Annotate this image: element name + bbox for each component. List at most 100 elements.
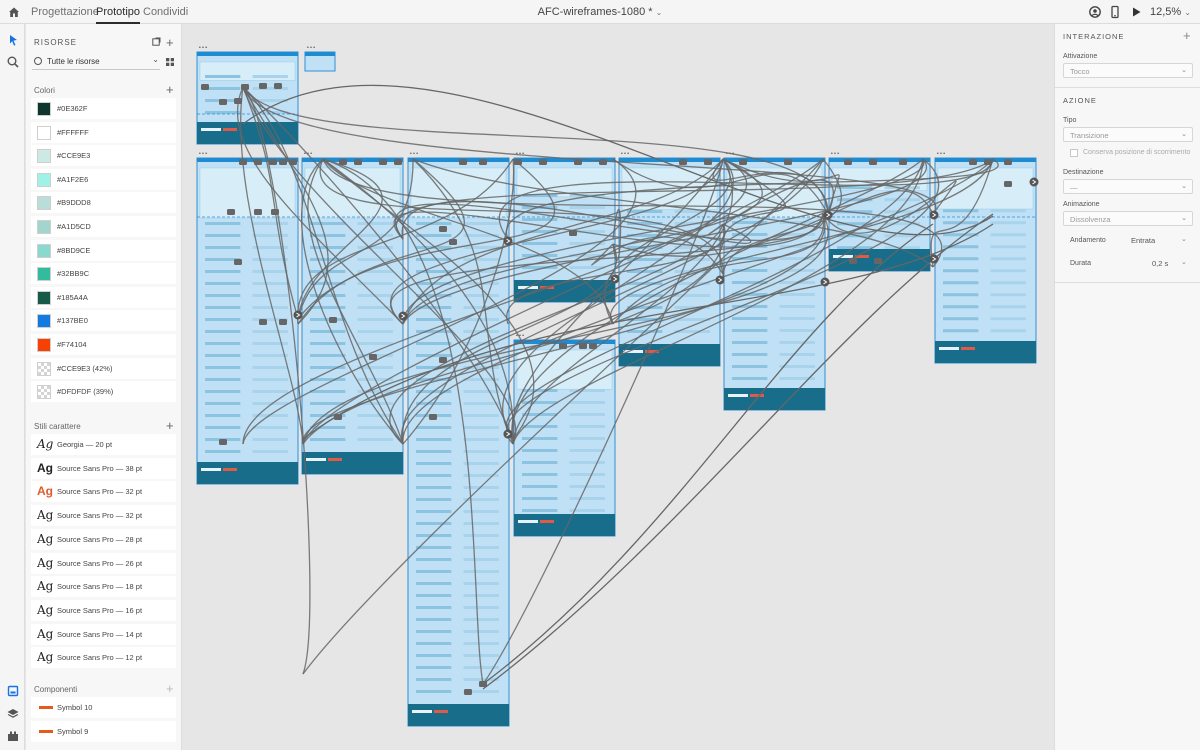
assets-filter[interactable]: Tutte le risorse ⌄ (32, 54, 160, 70)
color-swatch (37, 172, 51, 187)
color-swatch-row[interactable]: #32BB9C (31, 263, 176, 285)
wire-handle (274, 83, 282, 89)
divider (1055, 282, 1200, 283)
prototype-canvas[interactable]: • • •• • •• • •• • •• • •• • •• • •• • •… (183, 24, 1053, 750)
trigger-dropdown[interactable]: Tocco ⌄ (1063, 63, 1193, 78)
add-interaction-icon[interactable]: + (1183, 28, 1191, 43)
color-swatch-row[interactable]: #FFFFFF (31, 121, 176, 143)
tab-progettazione[interactable]: Progettazione (31, 6, 99, 18)
wireframe-flow-diagram[interactable]: • • •• • •• • •• • •• • •• • •• • •• • •… (183, 24, 1053, 750)
interaction-inspector: INTERAZIONE + Attivazione Tocco ⌄ AZIONE… (1054, 24, 1200, 750)
zoom-tool-icon[interactable] (6, 55, 20, 69)
add-asset-icon[interactable]: + (166, 35, 174, 50)
artboard-header (619, 158, 720, 162)
wire-target-marker (610, 274, 620, 284)
color-swatch-row[interactable]: #A1F2E6 (31, 168, 176, 190)
content-line (990, 269, 1026, 273)
user-share-icon[interactable] (1088, 5, 1102, 19)
wire-handle (464, 689, 472, 695)
component-row[interactable]: Symbol 10 (31, 697, 176, 718)
home-icon[interactable] (7, 5, 21, 19)
content-line (205, 402, 241, 405)
tab-prototipo[interactable]: Prototipo (96, 0, 141, 24)
type-label: Tipo (1063, 117, 1077, 124)
content-line (252, 111, 288, 114)
grid-view-icon[interactable] (166, 58, 174, 66)
content-line (463, 570, 499, 573)
plugins-icon[interactable] (6, 729, 20, 743)
mobile-preview-icon[interactable] (1108, 5, 1122, 19)
wire-handle (269, 159, 277, 165)
content-line (416, 690, 452, 693)
destination-label: Destinazione (1063, 169, 1104, 176)
color-swatch-row[interactable]: #CCE9E3 (31, 145, 176, 167)
artboard-header (197, 52, 298, 56)
wire-handle (429, 414, 437, 420)
content-line (732, 365, 768, 368)
content-line (310, 438, 346, 441)
layers-icon[interactable] (6, 707, 20, 721)
char-style-preview: Ag (37, 650, 54, 665)
color-swatch-label: #FFFFFF (57, 127, 89, 137)
color-swatch-row[interactable]: #137BE0 (31, 310, 176, 332)
select-tool-icon[interactable] (6, 33, 20, 47)
tab-condividi[interactable]: Condividi (143, 6, 189, 18)
color-swatch-row[interactable]: #185A4A (31, 286, 176, 308)
content-line (463, 618, 499, 621)
library-link-icon[interactable] (152, 37, 161, 46)
color-swatch-row[interactable]: #0E362F (31, 98, 176, 119)
add-component-icon[interactable]: + (166, 681, 174, 696)
content-line (569, 230, 605, 233)
content-line (463, 294, 499, 297)
play-icon[interactable] (1129, 5, 1143, 19)
content-line (837, 198, 873, 202)
color-swatch-row[interactable]: #B9DDD8 (31, 192, 176, 214)
animation-dropdown[interactable]: Dissolvenza ⌄ (1063, 211, 1193, 226)
color-swatch-row[interactable]: #CCE9E3 (42%) (31, 357, 176, 379)
color-swatch-row[interactable]: #F74104 (31, 334, 176, 355)
arrow-glyph (613, 276, 618, 282)
color-swatch-row[interactable]: #A1D5CD (31, 216, 176, 237)
destination-dropdown[interactable]: — ⌄ (1063, 179, 1193, 194)
content-line (205, 342, 241, 345)
assets-panel-icon[interactable] (6, 684, 20, 698)
preserve-scroll-checkbox[interactable] (1070, 149, 1078, 157)
content-line (463, 366, 499, 369)
content-line (522, 218, 558, 221)
component-row[interactable]: Symbol 9 (31, 721, 176, 742)
type-dropdown[interactable]: Transizione ⌄ (1063, 127, 1193, 142)
color-swatch-label: #185A4A (57, 292, 88, 302)
color-swatch-row[interactable]: #8BD9CE (31, 239, 176, 261)
document-title[interactable]: AFC-wireframes-1080 * (537, 6, 653, 18)
add-char-style-icon[interactable]: + (166, 418, 174, 433)
artboard-label: • • • (516, 333, 524, 339)
content-line (990, 209, 1026, 213)
char-style-label: Source Sans Pro — 16 pt (57, 605, 143, 615)
prototype-wire (302, 223, 994, 440)
duration-stepper[interactable]: 0,2 s (1152, 259, 1169, 268)
footer-button (750, 394, 764, 397)
content-line (463, 246, 499, 249)
chevron-down-icon[interactable]: ⌄ (655, 8, 663, 17)
content-line (674, 306, 710, 309)
content-line (674, 210, 710, 213)
content-line (990, 257, 1026, 261)
char-style-preview: Ag (37, 602, 54, 617)
prototype-wire (402, 158, 925, 325)
zoom-level[interactable]: 12,5% ⌄ (1150, 6, 1191, 18)
color-swatch-row[interactable]: #DFDFDF (39%) (31, 381, 176, 403)
content-line (205, 390, 241, 393)
add-color-icon[interactable]: + (166, 82, 174, 97)
content-line (310, 330, 346, 333)
easing-dropdown[interactable]: Entrata (1131, 236, 1156, 245)
